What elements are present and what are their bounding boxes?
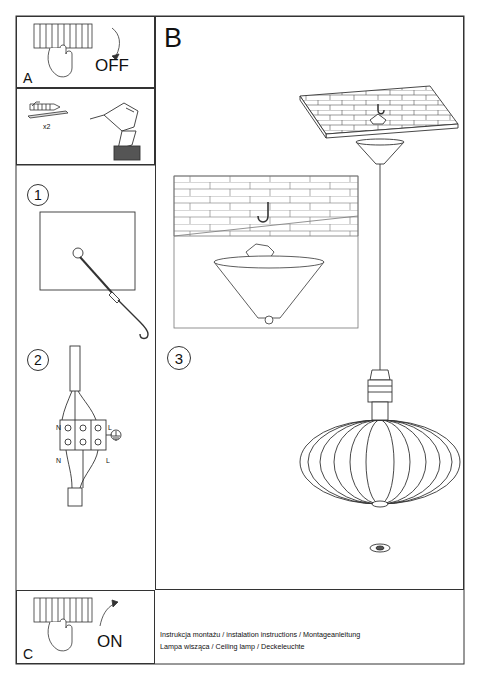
wire-label: N [56,424,61,431]
shade-rib [366,420,394,504]
step-panel: C ON [16,590,155,664]
switch-label: ON [97,633,123,650]
footer-note: Instrukcja montażu / instalation instruc… [160,631,360,638]
wire-label: L [106,457,110,464]
main-panel: B3 [155,16,464,590]
footer-note: Lampa wisząca / Ceiling lamp / Deckeleuc… [160,643,305,650]
canopy-cord [356,139,404,402]
quantity-label: x2 [43,123,50,130]
page-frame [16,16,464,664]
shade-rib [308,420,452,504]
panel-letter: A [23,71,32,85]
shade-rib [334,420,426,504]
drill [90,103,140,160]
callout-number: 3 [175,351,183,366]
callout-number: 2 [34,353,42,367]
shade-cap [370,402,390,552]
lamp-shade [300,420,460,504]
tools-panel: x2 [16,88,155,165]
switch-label: OFF [95,57,129,74]
shade-rib [350,420,410,504]
wire-label: L [108,424,112,431]
ceiling-plate [300,86,458,138]
wall-plugs [28,102,68,118]
panel-letter: C [23,647,33,661]
step-number: 2 [27,349,49,371]
step-number: 3 [167,346,191,370]
callout-number: 1 [34,188,42,202]
panel-letter: B [164,25,182,52]
detail-inset [174,176,358,328]
step-panel: A OFF [16,16,155,88]
wiring-terminal [60,346,121,506]
step-1-drawing [40,212,148,339]
shade-rib [320,420,440,504]
wire-label: N [56,457,61,464]
step-number: 1 [27,184,49,206]
